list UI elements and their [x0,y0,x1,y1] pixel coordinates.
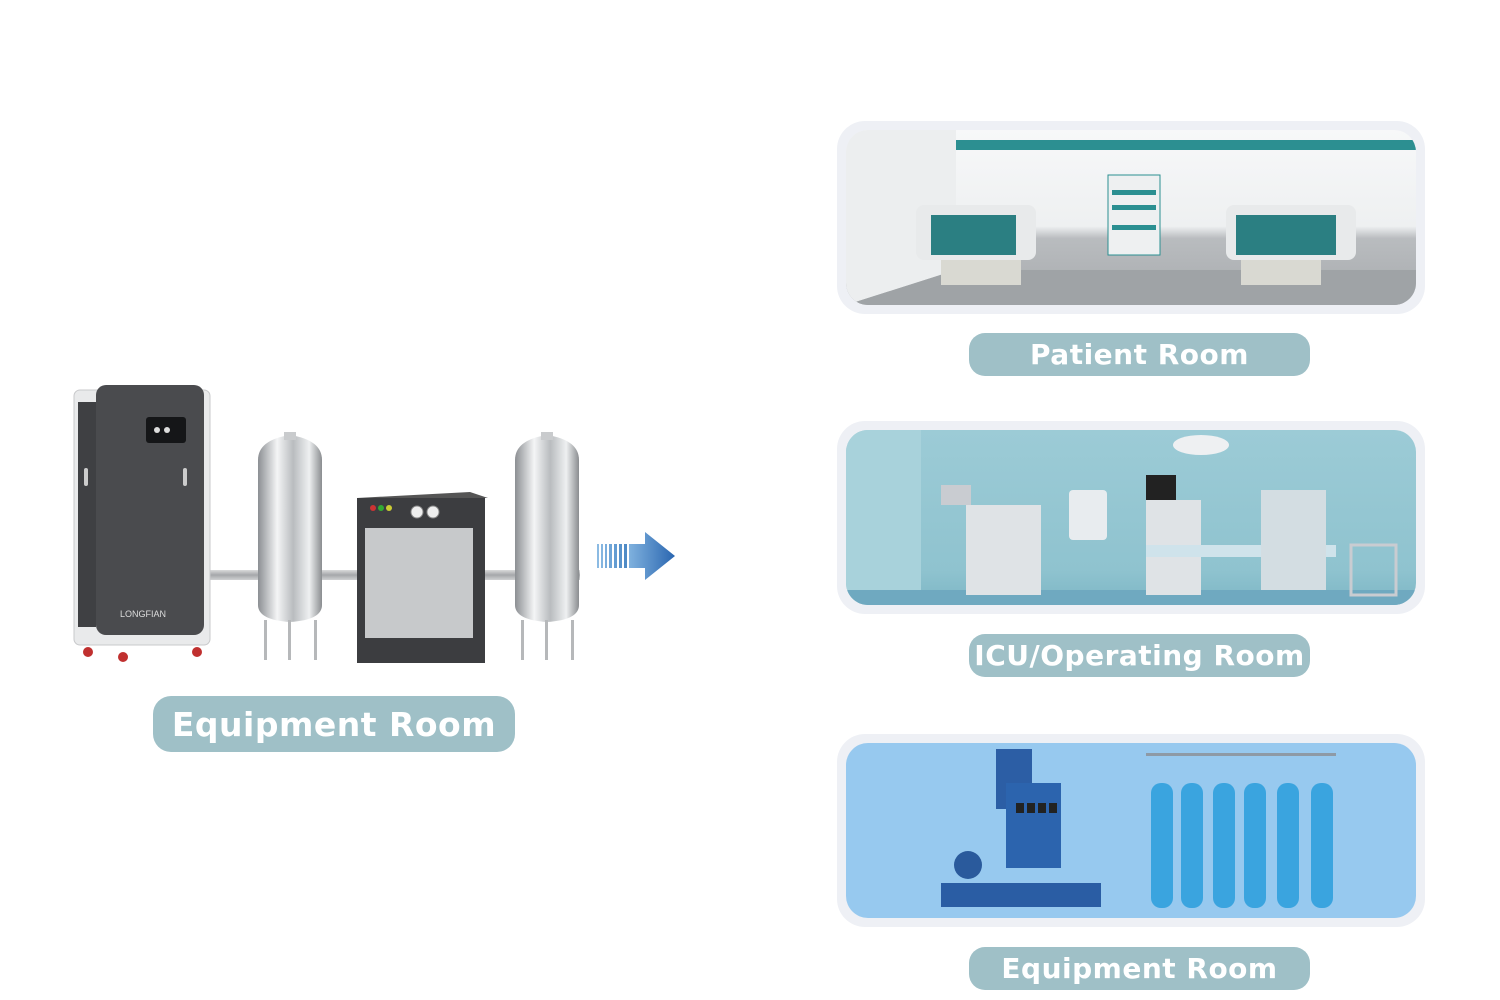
oxygen-tank [515,432,579,660]
patient-room-card [837,121,1425,314]
cylinder-equipment-room-image [846,743,1416,918]
patient-room-label-text: Patient Room [1030,338,1249,371]
cylinder-equipment-room-card [837,734,1425,927]
patient-room-label: Patient Room [969,333,1310,376]
brand-logo: LONGFIAN [120,609,166,619]
icu-operating-room-card [837,421,1425,614]
compressor-booster [357,492,488,663]
cylinder-equipment-room-label-text: Equipment Room [1001,952,1278,985]
patient-room-image [846,130,1416,305]
air-tank [258,432,322,660]
equipment-chain: LONGFIAN [60,380,620,680]
icu-operating-room-label: ICU/Operating Room [969,634,1310,677]
arrow-right-icon [595,530,677,582]
icu-operating-room-image [846,430,1416,605]
oxygen-generator: LONGFIAN [73,385,211,662]
cylinder-equipment-room-label: Equipment Room [969,947,1310,990]
equipment-room-label: Equipment Room [153,696,515,752]
equipment-room-label-text: Equipment Room [171,704,497,744]
icu-operating-room-label-text: ICU/Operating Room [974,639,1305,672]
equipment-chain-illustration: LONGFIAN [73,385,580,663]
oxygen-cylinders [1146,753,1336,908]
compressor-unit [941,749,1101,907]
